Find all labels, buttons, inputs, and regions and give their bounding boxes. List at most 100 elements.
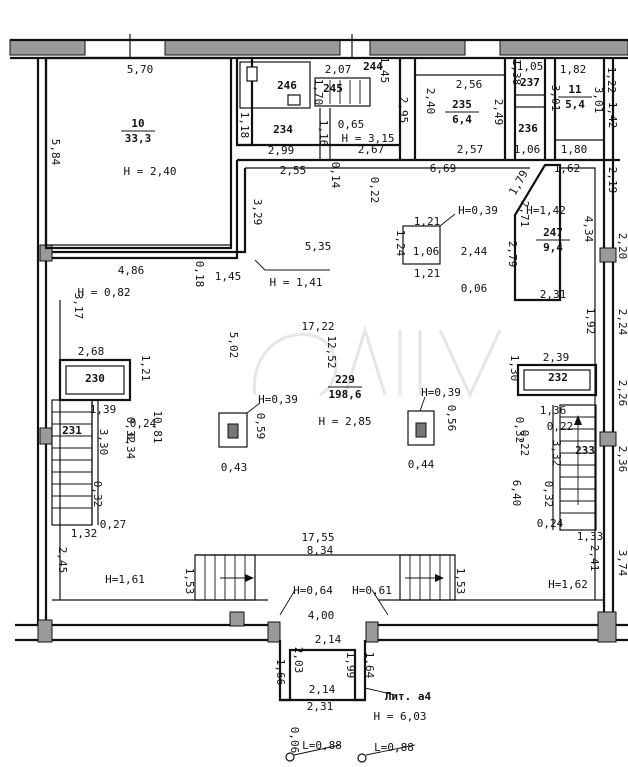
dimension-label: 1,92 (584, 308, 597, 335)
wall-pier (229, 611, 245, 627)
stair-231 (51, 399, 99, 526)
dimension-label: 2,95 (397, 97, 410, 124)
dimension-label: 1,06 (514, 143, 541, 156)
dimension-label: H=0,61 (352, 584, 392, 597)
room-247 (513, 163, 562, 302)
dimension-label: 0,22 (368, 177, 381, 204)
room-number: 247 (543, 226, 563, 239)
dimension-label: H = 3,15 (342, 132, 395, 145)
shaft (402, 225, 441, 265)
dimension-label: 1,45 (215, 270, 242, 283)
dimension-label: 12,52 (325, 335, 338, 368)
dimension-label: 3,29 (251, 199, 264, 226)
dimension-label: 3,32 (550, 440, 563, 467)
dimension-label: H=1,42 (526, 204, 566, 217)
dimension-label: 4,86 (118, 264, 145, 277)
room-area: 33,3 (125, 132, 152, 145)
dimension-label: H = 0,82 (78, 286, 131, 299)
dimension-label: 3,01 (549, 85, 562, 112)
dimension-label: 2,31 (540, 288, 567, 301)
dimension-label: 10,81 (151, 410, 164, 443)
top-wall-segment (164, 39, 341, 56)
dimension-label: 2,71 (518, 201, 531, 228)
wall-pier (267, 621, 281, 643)
dimension-label: 1,39 (90, 403, 117, 416)
wall-pier (597, 611, 617, 643)
top-wall-segment (499, 39, 628, 56)
dimension-label: 1,30 (508, 355, 521, 382)
room-area: 6,4 (452, 113, 472, 126)
dimension-label: 2,45 (56, 547, 69, 574)
dimension-label: 0,32 (124, 417, 137, 444)
dimension-label: 1,32 (71, 527, 98, 540)
dimension-label: 0,22 (518, 430, 531, 457)
room-tag: Лит. а4 (385, 690, 432, 703)
dimension-label: 0,44 (408, 458, 435, 471)
dimension-label: H=1,62 (548, 578, 588, 591)
dimension-label: 2,19 (606, 167, 619, 194)
dimension-label: 1,70 (312, 79, 325, 106)
dimension-label: H=0,39 (421, 386, 461, 399)
level-markers (285, 744, 416, 763)
dimension-label: H=0,39 (458, 204, 498, 217)
room-tag: 232 (548, 371, 568, 384)
room-area: 9,4 (543, 241, 563, 254)
dimension-label: 0,06 (461, 282, 488, 295)
dimension-label: 1,18 (238, 112, 251, 139)
dimension-label: L=0,88 (374, 741, 414, 754)
dimension-label: 2,03 (292, 647, 305, 674)
dimension-label: 6,40 (510, 480, 523, 507)
dimension-label: 0,24 (130, 417, 157, 430)
dimension-label: 1,42 (606, 102, 619, 129)
dimension-label: 0,43 (221, 461, 248, 474)
dimension-label: 17,55 (301, 531, 334, 544)
room-tag: 236 (518, 122, 538, 135)
dimension-label: 1,64 (363, 652, 376, 679)
dimension-label: 1,05 (517, 60, 544, 73)
dimension-label: 1,80 (561, 143, 588, 156)
dimension-label: 1,22 (605, 67, 618, 94)
upper-rooms (235, 56, 620, 162)
dimension-label: 2,99 (268, 144, 295, 157)
dimension-label: 1,66 (274, 659, 287, 686)
room-tag: 233 (575, 444, 595, 457)
dimension-label: 2,26 (616, 380, 628, 407)
dimension-label: 1,21 (414, 267, 441, 280)
wall-pier (365, 621, 379, 643)
dimension-label: 5,35 (305, 240, 332, 253)
wall-pier (39, 427, 53, 445)
dimension-label: 1,53 (454, 568, 467, 595)
level-marker-icon (285, 752, 295, 762)
dimension-label: 4,34 (582, 216, 595, 243)
dimension-label: 1,38 (510, 59, 523, 86)
room-232 (516, 363, 598, 397)
room-tag: 230 (85, 372, 105, 385)
dimension-label: 2,20 (616, 233, 628, 260)
dimension-label: 2,14 (315, 633, 342, 646)
dimension-label: 1,45 (378, 57, 391, 84)
dimension-label: 0,22 (547, 420, 574, 433)
room-number: 11 (568, 83, 582, 96)
dimension-label: 1,33 (577, 530, 604, 543)
room-tag: 237 (520, 76, 540, 89)
dimension-label: 5,84 (49, 139, 62, 166)
dimension-label: 2,57 (457, 143, 484, 156)
top-wall-segment (9, 39, 86, 56)
dimension-label: 3,17 (72, 293, 85, 320)
dimension-label: 3,74 (616, 550, 628, 577)
room-237-outline (514, 94, 546, 108)
dimension-label: 2,39 (543, 351, 570, 364)
dimension-label: 3,01 (592, 87, 605, 114)
dimension-label: L=0,88 (302, 739, 342, 752)
room-area: 198,6 (328, 388, 361, 401)
dimension-label: 5,02 (227, 332, 240, 359)
dimension-label: 1,16 (317, 120, 330, 147)
room-tag: 234 (273, 123, 293, 136)
room-number: 229 (335, 373, 355, 386)
dimension-label: 2,68 (78, 345, 105, 358)
sink-icon (287, 94, 301, 106)
watermark (252, 324, 502, 399)
dimension-label: 2,07 (325, 63, 352, 76)
dimension-label: 1,21 (139, 355, 152, 382)
